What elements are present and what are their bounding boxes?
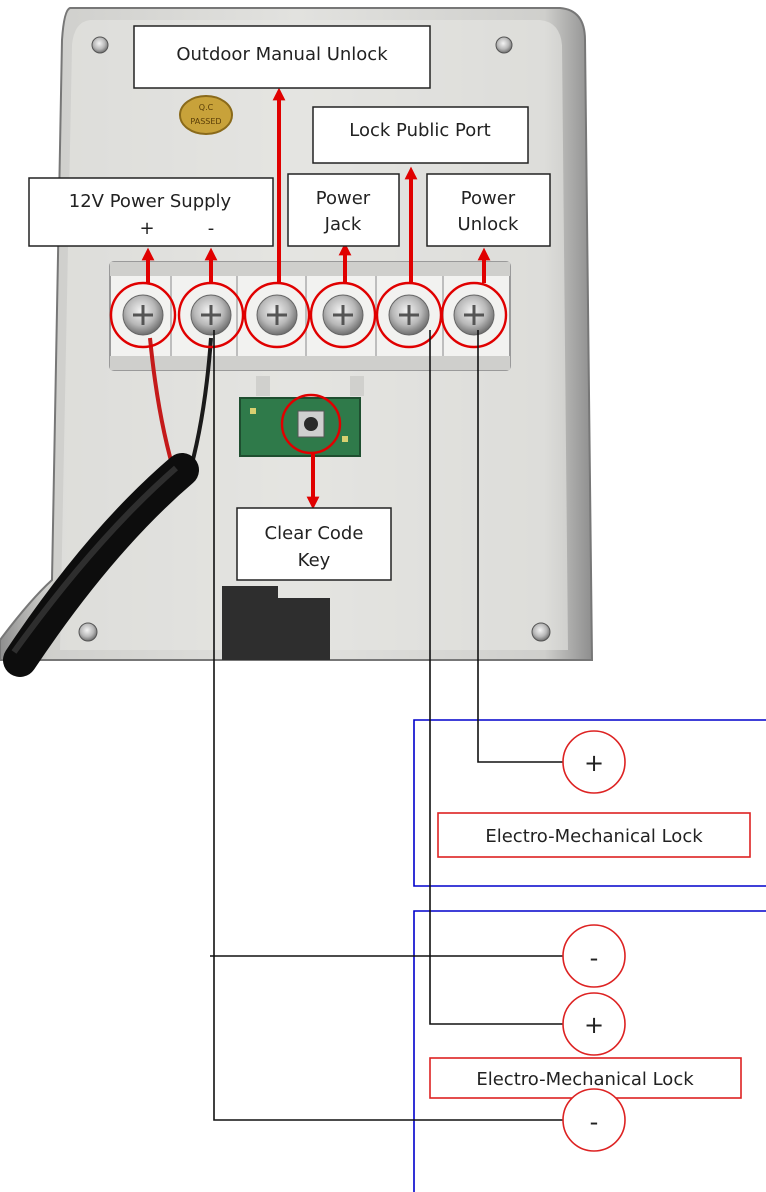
label-power-jack: Power Jack bbox=[287, 173, 400, 247]
label-outdoor-manual-unlock: Outdoor Manual Unlock bbox=[133, 25, 431, 89]
power-jack-text: Jack bbox=[324, 214, 362, 235]
qc-passed-seal: Q.C PASSED bbox=[179, 95, 233, 135]
lock-public-port-text: Lock Public Port bbox=[349, 120, 490, 141]
power-unlock-text: Power bbox=[461, 188, 516, 209]
label-lock-public-port: Lock Public Port bbox=[312, 106, 529, 164]
clear-code-text: Key bbox=[298, 550, 331, 571]
lock-box-1: Electro-Mechanical Lock bbox=[413, 719, 766, 887]
power-supply-plus: + bbox=[139, 218, 154, 239]
lock-2-minus-terminal: - bbox=[562, 1088, 626, 1152]
lock-2-plus-sign: + bbox=[584, 1011, 604, 1039]
power-supply-minus: - bbox=[208, 218, 215, 239]
label-clear-code-key: Clear Code Key bbox=[236, 507, 392, 581]
power-cable bbox=[3, 337, 213, 677]
qc-seal-text: PASSED bbox=[190, 117, 221, 126]
lock-2-plus-terminal: + bbox=[562, 992, 626, 1056]
lock-1-minus-sign: - bbox=[590, 944, 599, 972]
clear-code-text: Clear Code bbox=[265, 523, 364, 544]
corner-screw-icon bbox=[78, 36, 551, 642]
wiring bbox=[210, 330, 563, 1121]
lock-2-name: Electro-Mechanical Lock bbox=[476, 1069, 694, 1090]
terminal-screw-icon bbox=[122, 294, 495, 336]
power-supply-text: 12V Power Supply bbox=[69, 191, 232, 212]
lock-1-plus-terminal: + bbox=[562, 730, 626, 794]
terminal-highlight-circle bbox=[109, 281, 508, 349]
lock-1-plus-sign: + bbox=[584, 749, 604, 777]
red-arrow bbox=[141, 87, 491, 510]
outdoor-manual-unlock-text: Outdoor Manual Unlock bbox=[176, 44, 388, 65]
bottom-opening bbox=[222, 586, 330, 660]
power-unlock-text: Unlock bbox=[458, 214, 519, 235]
label-12v-power-supply: 12V Power Supply + - bbox=[28, 177, 274, 247]
clear-code-highlight-circle bbox=[280, 393, 342, 455]
label-power-unlock: Power Unlock bbox=[426, 173, 551, 247]
lock-2-minus-sign: - bbox=[590, 1108, 599, 1136]
lock-1-name: Electro-Mechanical Lock bbox=[485, 826, 703, 847]
lock-1-minus-terminal: - bbox=[562, 924, 626, 988]
clear-code-pcb bbox=[239, 397, 361, 457]
power-jack-text: Power bbox=[316, 188, 371, 209]
qc-seal-text: Q.C bbox=[199, 103, 214, 112]
